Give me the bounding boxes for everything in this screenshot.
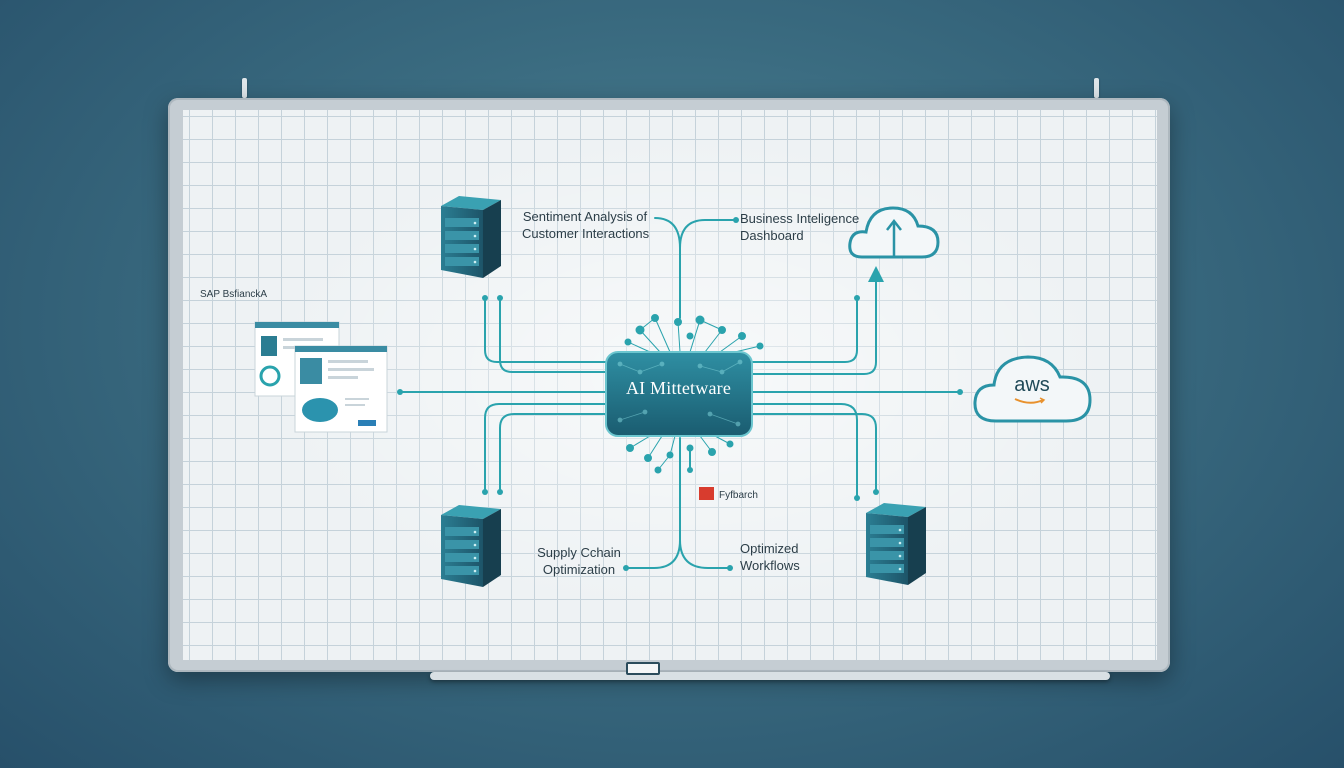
supply-chain-label: Supply Cchain Optimization bbox=[534, 544, 624, 578]
business-intelligence-label: Business Inteligence Dashboard bbox=[740, 210, 859, 244]
connector-right-2 bbox=[751, 277, 877, 375]
dot bbox=[397, 389, 403, 395]
neural-network-graph bbox=[624, 314, 764, 474]
dot bbox=[687, 467, 693, 473]
dot bbox=[623, 565, 629, 571]
workflows-line-1: Optimized bbox=[740, 541, 799, 556]
bi-line-2: Dashboard bbox=[740, 228, 804, 243]
supply-line-1: Supply Cchain bbox=[537, 545, 621, 560]
workflows-line-2: Workflows bbox=[740, 558, 800, 573]
bi-line-1: Business Inteligence bbox=[740, 211, 860, 226]
server-icon bbox=[441, 505, 501, 587]
connector-right-1 bbox=[751, 297, 858, 363]
supply-line-2: Optimization bbox=[542, 562, 616, 577]
dot bbox=[854, 495, 860, 501]
connector-top-bi bbox=[679, 219, 737, 249]
sentiment-analysis-label: Sentiment Analysis of Customer Interacti… bbox=[522, 208, 650, 242]
aws-cloud-icon bbox=[973, 355, 1092, 423]
aws-smile-icon bbox=[1014, 397, 1046, 404]
connector-left-2 bbox=[499, 297, 607, 373]
pytorch-label: Fyfbarch bbox=[719, 490, 758, 501]
connector-top-sentiment bbox=[654, 217, 681, 319]
ai-middleware-hub-box bbox=[605, 351, 753, 437]
right-hanger-hook bbox=[1094, 78, 1099, 98]
dot bbox=[854, 295, 860, 301]
cloud-upload-icon bbox=[848, 206, 940, 259]
dot bbox=[497, 295, 503, 301]
aws-logo-text: aws bbox=[1014, 374, 1050, 396]
connector-left-5 bbox=[499, 413, 607, 493]
dot bbox=[482, 489, 488, 495]
sentiment-line-1: Sentiment Analysis of bbox=[522, 209, 648, 224]
dot bbox=[497, 489, 503, 495]
optimized-workflows-label: Optimized Workflows bbox=[740, 540, 800, 574]
sap-label: SAP BsfianckА bbox=[200, 289, 268, 300]
connector-left-1 bbox=[484, 297, 607, 363]
connector-dots bbox=[397, 217, 963, 571]
saas-window-icon bbox=[254, 321, 388, 433]
connector-right-5 bbox=[751, 413, 877, 493]
dot bbox=[873, 489, 879, 495]
hub-inner-network bbox=[617, 359, 743, 427]
dot bbox=[957, 389, 963, 395]
marker-icon bbox=[626, 662, 660, 675]
sentiment-line-2: Customer Interactions bbox=[522, 226, 650, 241]
server-icon bbox=[441, 196, 501, 278]
connector-lines bbox=[399, 217, 961, 569]
dot bbox=[482, 295, 488, 301]
left-hanger-hook bbox=[242, 78, 247, 98]
connector-right-4 bbox=[751, 403, 858, 499]
hub-label: AI Mittetware bbox=[625, 378, 732, 398]
dot bbox=[733, 217, 739, 223]
marker-tray bbox=[430, 672, 1110, 680]
pytorch-logo-icon bbox=[699, 487, 714, 500]
connector-bottom-workflows bbox=[679, 539, 731, 569]
connector-left-4 bbox=[484, 403, 607, 493]
server-icon bbox=[866, 503, 926, 585]
dot bbox=[727, 565, 733, 571]
